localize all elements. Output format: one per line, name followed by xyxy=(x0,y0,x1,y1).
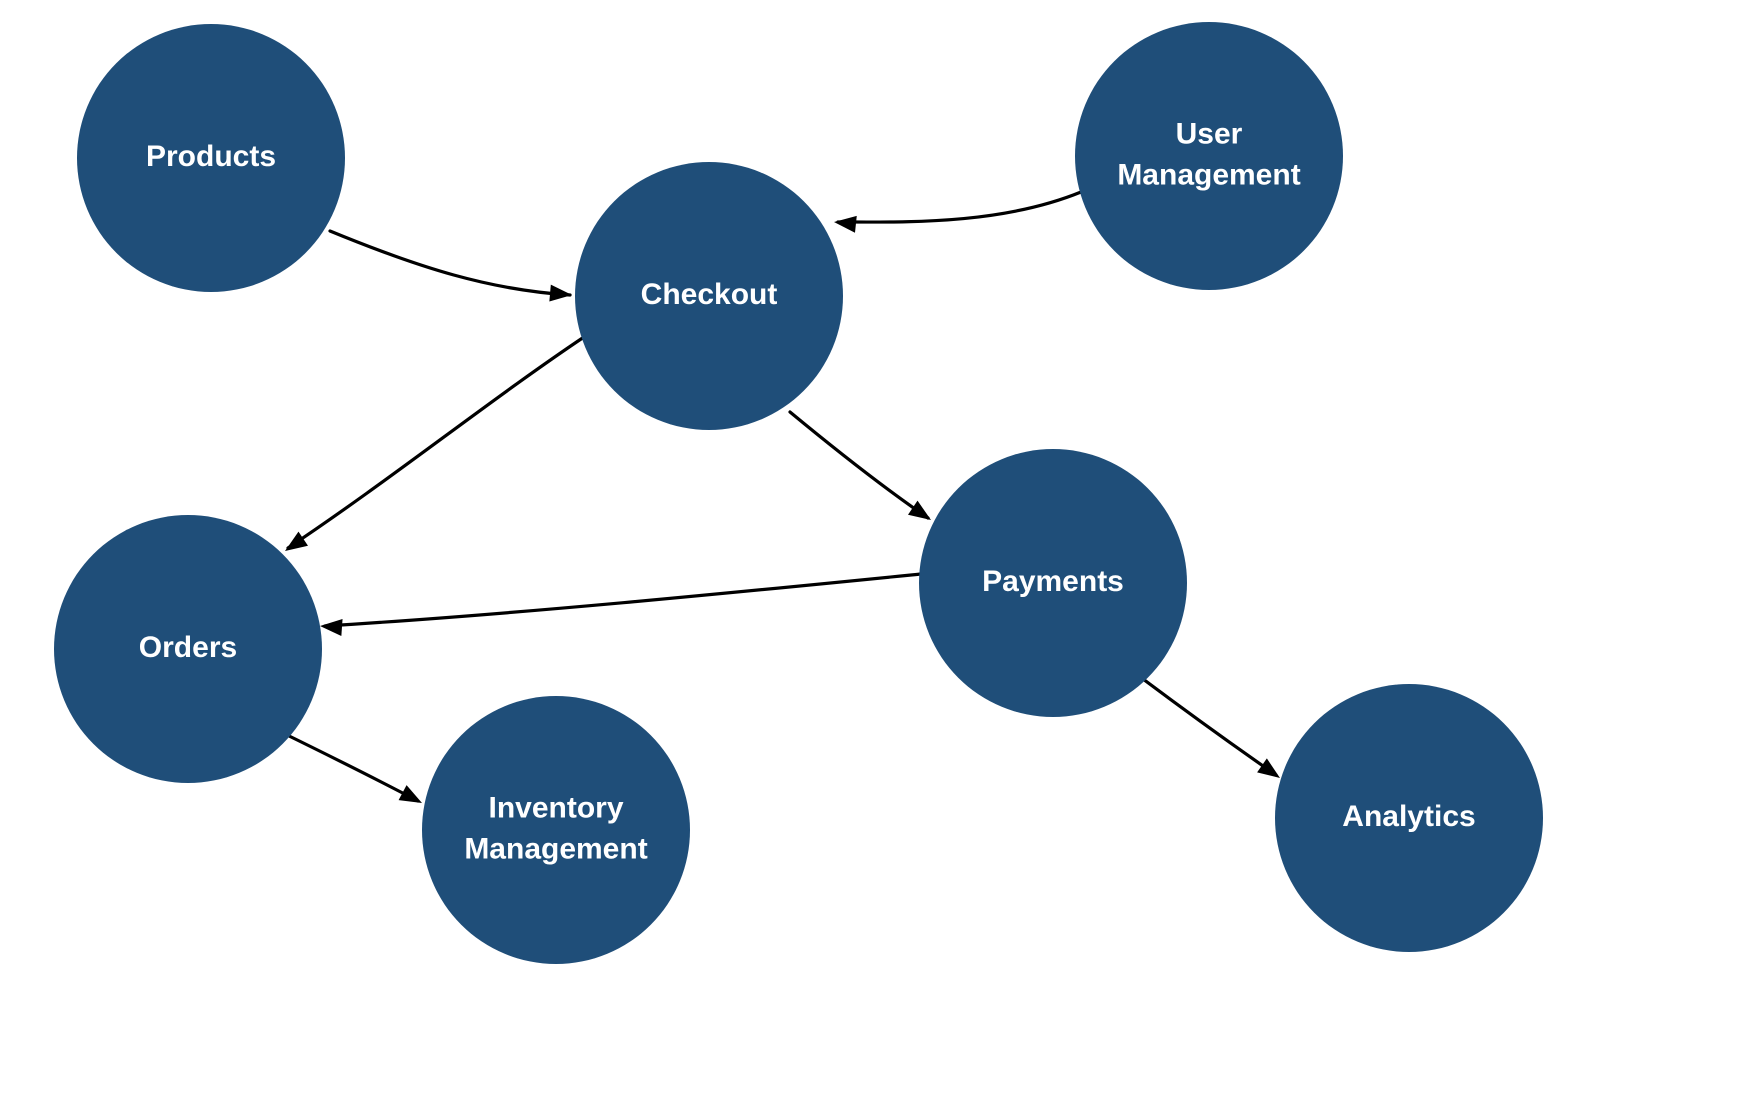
edge-checkout-to-orders xyxy=(285,335,586,551)
arrowhead-icon xyxy=(1257,758,1280,778)
edge-products-to-checkout xyxy=(328,229,572,302)
node-circle[interactable] xyxy=(1275,684,1543,952)
edge-line xyxy=(836,190,1083,224)
arrowhead-icon xyxy=(320,619,343,637)
edges-layer xyxy=(281,190,1280,803)
edge-orders-to-inventory xyxy=(281,731,422,803)
edge-payments-to-orders xyxy=(320,572,923,637)
node-circle[interactable] xyxy=(919,449,1187,717)
node-checkout[interactable]: Checkout xyxy=(575,162,843,430)
node-circle[interactable] xyxy=(54,515,322,783)
arrowhead-icon xyxy=(285,531,308,551)
edge-line xyxy=(788,410,930,520)
arrowhead-icon xyxy=(908,500,931,520)
node-circle[interactable] xyxy=(1075,22,1343,290)
node-payments[interactable]: Payments xyxy=(919,449,1187,717)
node-circle[interactable] xyxy=(422,696,690,964)
edge-line xyxy=(323,572,923,628)
edge-line xyxy=(328,229,572,297)
node-circle[interactable] xyxy=(575,162,843,430)
edge-checkout-to-payments xyxy=(788,410,931,520)
edge-user-management-to-checkout xyxy=(834,190,1083,233)
arrowhead-icon xyxy=(398,785,422,803)
edge-line xyxy=(286,335,586,550)
arrowhead-icon xyxy=(834,215,857,233)
node-orders[interactable]: Orders xyxy=(54,515,322,783)
node-analytics[interactable]: Analytics xyxy=(1275,684,1543,952)
edge-payments-to-analytics xyxy=(1137,674,1280,778)
edge-line xyxy=(281,731,420,803)
node-circle[interactable] xyxy=(77,24,345,292)
edge-line xyxy=(1137,674,1278,777)
node-products[interactable]: Products xyxy=(77,24,345,292)
arrowhead-icon xyxy=(549,284,572,302)
